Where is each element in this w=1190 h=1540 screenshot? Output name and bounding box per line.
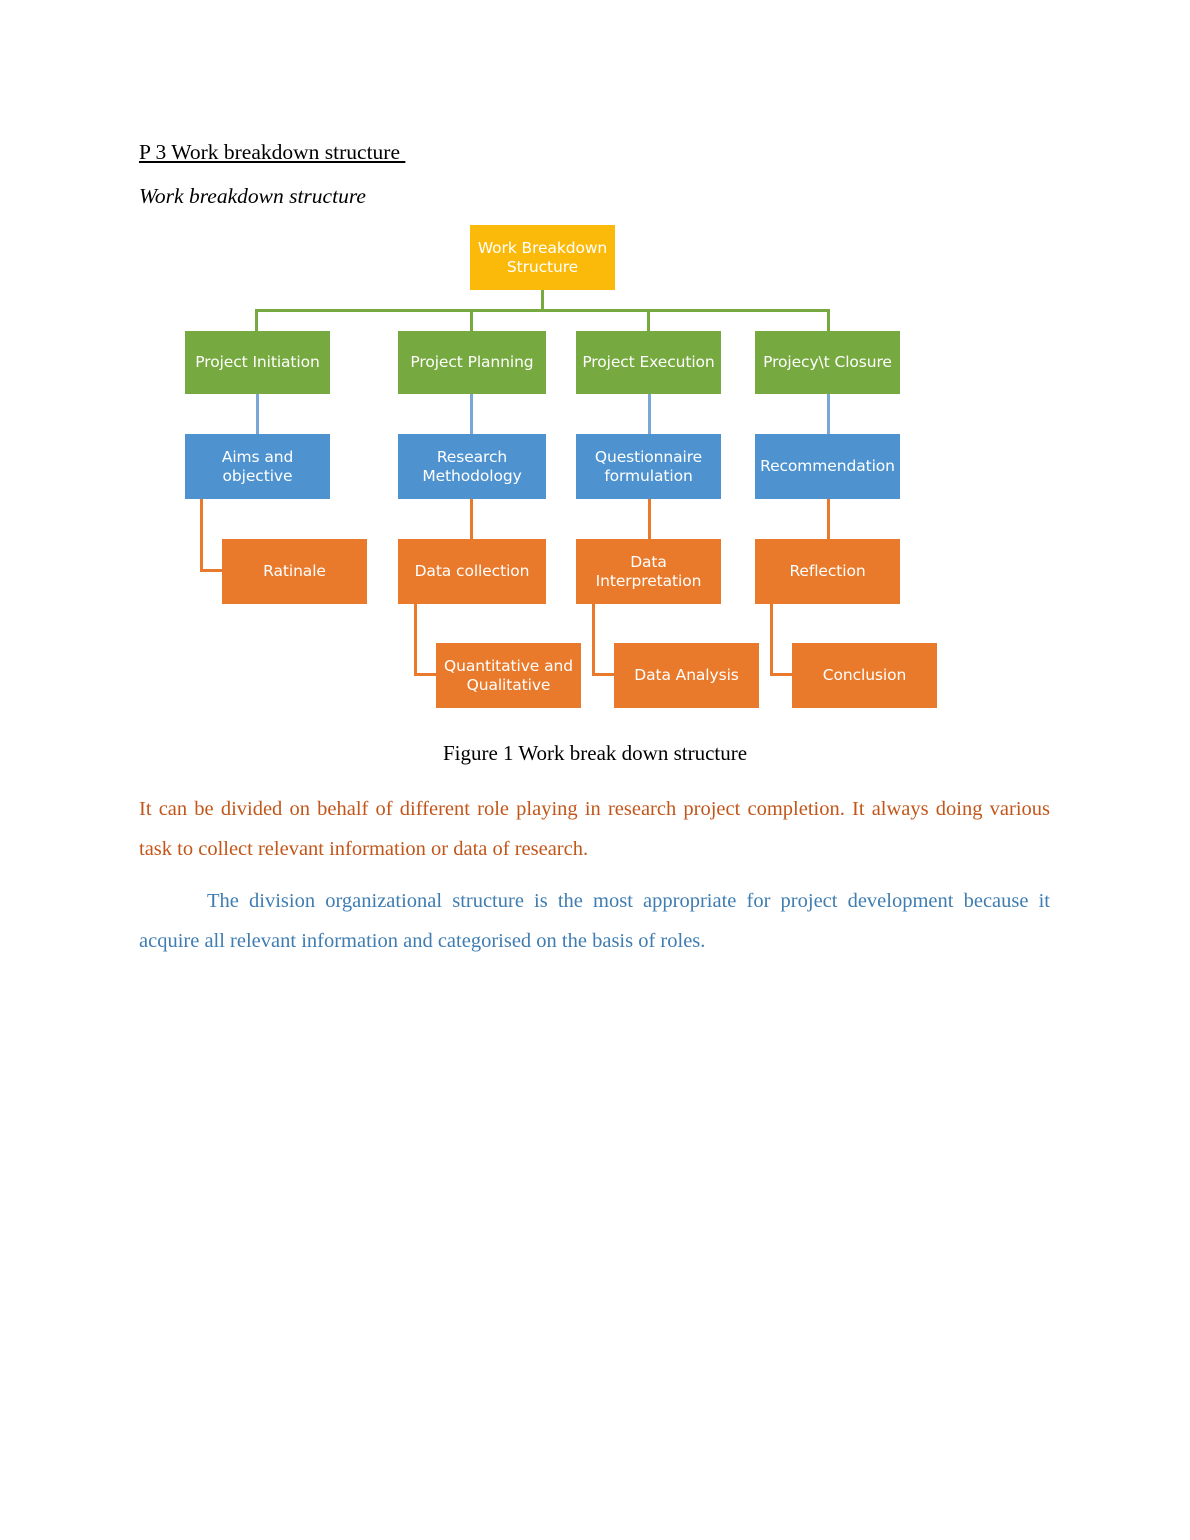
connector-output2-to-sub1-horizontal bbox=[414, 673, 439, 676]
node-phase-project-execution[interactable]: Project Execution bbox=[576, 331, 721, 394]
connector-drop-phase-4 bbox=[827, 309, 830, 332]
node-activity-recommendation[interactable]: Recommendation bbox=[755, 434, 900, 499]
connector-output3-to-sub2-horizontal bbox=[592, 673, 617, 676]
connector-activity1-to-output1-horizontal bbox=[200, 569, 225, 572]
connector-output2-to-sub1-vertical bbox=[414, 604, 417, 676]
section-subheading: Work breakdown structure bbox=[139, 184, 366, 208]
node-output-data-interpretation[interactable]: Data Interpretation bbox=[576, 539, 721, 604]
connector-drop-phase-1 bbox=[255, 309, 258, 332]
body-paragraph-blue: The division organizational structure is… bbox=[139, 890, 1050, 952]
connector-output3-to-sub2-vertical bbox=[592, 604, 595, 676]
page-title: P 3 Work breakdown structure bbox=[139, 140, 406, 164]
node-sub-output-data-analysis[interactable]: Data Analysis bbox=[614, 643, 759, 708]
connector-root-stem bbox=[541, 290, 544, 311]
connector-phase4-to-activity4 bbox=[827, 394, 830, 434]
node-phase-project-initiation[interactable]: Project Initiation bbox=[185, 331, 330, 394]
connector-activity4-to-output4 bbox=[827, 499, 830, 539]
node-root-work-breakdown-structure[interactable]: Work Breakdown Structure bbox=[470, 225, 615, 290]
figure-caption: Figure 1 Work break down structure bbox=[442, 741, 748, 765]
connector-drop-phase-3 bbox=[647, 309, 650, 332]
connector-output4-to-sub3-horizontal bbox=[770, 673, 795, 676]
connector-output4-to-sub3-vertical bbox=[770, 604, 773, 676]
body-paragraph-orange: It can be divided on behalf of different… bbox=[139, 798, 1050, 860]
connector-phase3-to-activity3 bbox=[648, 394, 651, 434]
node-activity-aims-and-objective[interactable]: Aims and objective bbox=[185, 434, 330, 499]
node-phase-project-planning[interactable]: Project Planning bbox=[398, 331, 546, 394]
connector-activity2-to-output2 bbox=[470, 499, 473, 539]
node-output-data-collection[interactable]: Data collection bbox=[398, 539, 546, 604]
connector-activity3-to-output3 bbox=[648, 499, 651, 539]
connector-activity1-to-output1-vertical bbox=[200, 499, 203, 571]
connector-phase2-to-activity2 bbox=[470, 394, 473, 434]
connector-root-bus bbox=[255, 309, 830, 312]
work-breakdown-structure-diagram: Work Breakdown Structure Project Initiat… bbox=[0, 0, 1190, 760]
connector-drop-phase-2 bbox=[470, 309, 473, 332]
connector-phase1-to-activity1 bbox=[256, 394, 259, 434]
node-output-ratinale[interactable]: Ratinale bbox=[222, 539, 367, 604]
node-activity-questionnaire-formulation[interactable]: Questionnaire formulation bbox=[576, 434, 721, 499]
node-sub-output-conclusion[interactable]: Conclusion bbox=[792, 643, 937, 708]
node-sub-output-quantitative-and-qualitative[interactable]: Quantitative and Qualitative bbox=[436, 643, 581, 708]
node-output-reflection[interactable]: Reflection bbox=[755, 539, 900, 604]
node-phase-projecy-closure[interactable]: Projecy\t Closure bbox=[755, 331, 900, 394]
node-activity-research-methodology[interactable]: Research Methodology bbox=[398, 434, 546, 499]
